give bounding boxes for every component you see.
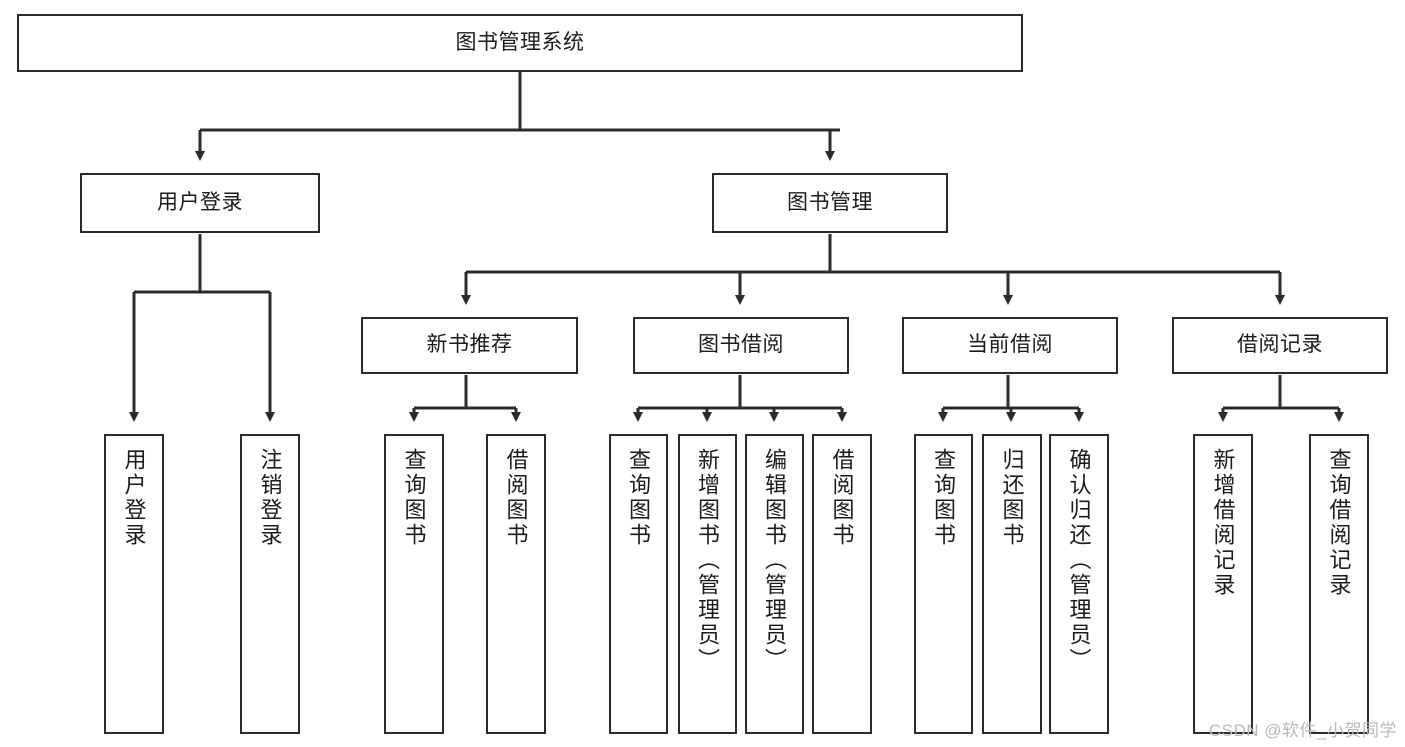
node-current-borrowing[interactable]: 当前借阅 <box>902 317 1118 374</box>
leaf-edit-book-admin[interactable]: 编辑图书（管理员） <box>745 434 804 734</box>
node-label: 编辑图书（管理员） <box>762 448 788 673</box>
node-label: 图书管理 <box>787 190 873 214</box>
leaf-borrow-book-borrow[interactable]: 借阅图书 <box>812 434 872 734</box>
node-label: 查询图书 <box>401 448 427 548</box>
node-label: 用户登录 <box>157 190 243 214</box>
node-label: 用户登录 <box>121 448 147 548</box>
node-label: 查询借阅记录 <box>1326 448 1352 598</box>
node-label: 借阅记录 <box>1237 333 1323 357</box>
node-label: 新增借阅记录 <box>1210 448 1236 598</box>
leaf-add-borrow-record[interactable]: 新增借阅记录 <box>1193 434 1253 734</box>
node-label: 当前借阅 <box>967 333 1053 357</box>
node-user-login[interactable]: 用户登录 <box>80 173 320 233</box>
leaf-return-book[interactable]: 归还图书 <box>982 434 1042 734</box>
node-label: 图书管理系统 <box>455 30 585 54</box>
leaf-user-login[interactable]: 用户登录 <box>104 434 164 734</box>
leaf-add-book-admin[interactable]: 新增图书（管理员） <box>678 434 737 734</box>
node-label: 图书借阅 <box>698 333 784 357</box>
node-label: 借阅图书 <box>829 448 855 548</box>
node-borrowing-record[interactable]: 借阅记录 <box>1172 317 1388 374</box>
node-label: 借阅图书 <box>503 448 529 548</box>
leaf-query-book-newrec[interactable]: 查询图书 <box>384 434 444 734</box>
node-label: 查询图书 <box>931 448 957 548</box>
leaf-logout[interactable]: 注销登录 <box>240 434 300 734</box>
node-new-book-recommendation[interactable]: 新书推荐 <box>361 317 578 374</box>
node-book-borrowing[interactable]: 图书借阅 <box>633 317 849 374</box>
watermark: CSDN @软件_小贺同学 <box>1208 721 1397 740</box>
leaf-borrow-book-newrec[interactable]: 借阅图书 <box>486 434 546 734</box>
node-root-book-management-system[interactable]: 图书管理系统 <box>17 14 1023 72</box>
leaf-confirm-return-admin[interactable]: 确认归还（管理员） <box>1049 434 1109 734</box>
node-label: 新增图书（管理员） <box>695 448 721 673</box>
node-label: 新书推荐 <box>426 333 513 357</box>
leaf-query-borrow-record[interactable]: 查询借阅记录 <box>1309 434 1369 734</box>
leaf-query-book-borrow[interactable]: 查询图书 <box>609 434 668 734</box>
node-label: 归还图书 <box>999 448 1025 548</box>
node-label: 查询图书 <box>626 448 652 548</box>
node-label: 确认归还（管理员） <box>1066 448 1092 673</box>
node-label: 注销登录 <box>257 448 283 548</box>
leaf-query-book-current[interactable]: 查询图书 <box>914 434 973 734</box>
node-book-management[interactable]: 图书管理 <box>712 173 948 233</box>
